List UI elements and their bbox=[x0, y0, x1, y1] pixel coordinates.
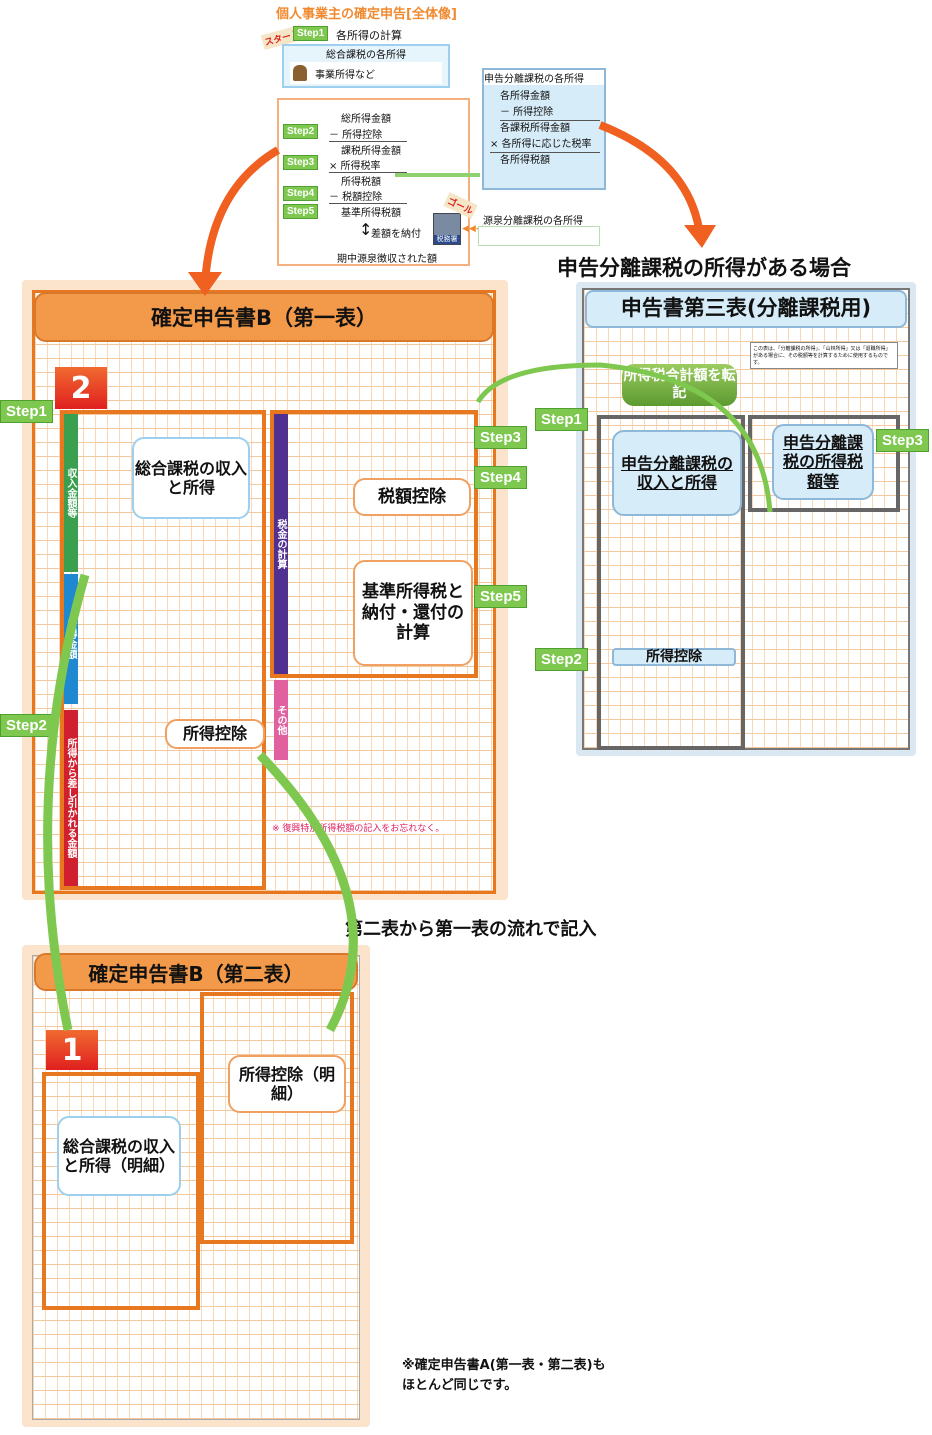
updown-arrow-icon: ↕ bbox=[359, 220, 373, 239]
form-b2-callout-deduction: 所得控除（明細） bbox=[228, 1055, 346, 1113]
calc-base-tax: 基準所得税額 bbox=[341, 208, 401, 219]
callout-tax-credit: 税額控除 bbox=[353, 478, 471, 516]
form-b1-order-badge: 2 bbox=[55, 367, 107, 409]
callout-deduction: 所得控除 bbox=[165, 719, 265, 749]
form-b1-step1: Step1 bbox=[0, 400, 53, 423]
band-tax: 税金の計算 bbox=[274, 414, 288, 674]
calc-total-income: 総所得金額 bbox=[341, 114, 391, 125]
calc-taxable-income: 課税所得金額 bbox=[341, 146, 401, 157]
calc-withheld: 期中源泉徴収された額 bbox=[337, 254, 437, 265]
form3-callout-tax: 申告分離課税の所得税額等 bbox=[772, 424, 874, 500]
form3-step3: Step3 bbox=[876, 429, 929, 452]
general-income-item: 事業所得など bbox=[315, 69, 375, 81]
withholding-title: 源泉分離課税の各所得 bbox=[483, 216, 583, 227]
calc-income-tax: 所得税額 bbox=[341, 177, 381, 188]
tax-office-icon: 税務署 bbox=[433, 213, 461, 245]
general-income-card: 総合課税の各所得 事業所得など bbox=[282, 44, 450, 88]
form3-notice: この表は、「分離課税の所得」、「山林所得」又は「退職所得」がある場合に、その税額… bbox=[750, 342, 898, 369]
form3-step2: Step2 bbox=[535, 648, 588, 671]
general-income-title: 総合課税の各所得 bbox=[326, 50, 406, 61]
step1-text: 各所得の計算 bbox=[336, 29, 402, 42]
form-b2-callout-income: 総合課税の収入と所得（明細） bbox=[57, 1116, 181, 1196]
triangle-arrows-icon: ◀◀◀ bbox=[462, 224, 483, 234]
calc-deduction: － 所得控除 bbox=[329, 126, 407, 142]
form3-title: 申告書第三表(分離課税用) bbox=[585, 290, 907, 328]
separate-line: － 所得控除 bbox=[500, 105, 600, 121]
overview-step1: Step1 bbox=[293, 26, 329, 41]
form-b1-step2: Step2 bbox=[0, 714, 53, 737]
overview-title: 個人事業主の確定申告[全体像] bbox=[276, 7, 457, 22]
form-b1-step5: Step5 bbox=[474, 585, 527, 608]
form-b2-title: 確定申告書B（第二表） bbox=[34, 953, 358, 991]
separate-line: 各所得金額 bbox=[500, 91, 550, 102]
calc-step2: Step2 bbox=[283, 124, 319, 139]
form-b1-step3: Step3 bbox=[474, 426, 527, 449]
separate-heading: 申告分離課税の所得がある場合 bbox=[557, 256, 851, 280]
form-b1-step4: Step4 bbox=[474, 466, 527, 489]
separate-line: × 各所得に応じた税率 bbox=[490, 137, 600, 153]
form3-callout-deduction: 所得控除 bbox=[612, 648, 736, 666]
withholding-card bbox=[478, 226, 600, 246]
person-icon bbox=[293, 65, 307, 81]
form3-bubble: 所得税合計額を転記 bbox=[622, 364, 737, 406]
arrow-overview-to-b1 bbox=[201, 146, 281, 286]
form-b1-footnote: ※ 復興特別所得税額の記入をお忘れなく。 bbox=[272, 821, 445, 834]
band-deductions: 所得から差し引かれる金額 bbox=[64, 710, 78, 886]
calc-tax-rate: × 所得税率 bbox=[329, 157, 407, 173]
band-income: 収入金額等 bbox=[64, 414, 78, 572]
separate-line: 各課税所得金額 bbox=[500, 123, 570, 134]
calc-step4: Step4 bbox=[283, 186, 319, 201]
form-b2-left-block bbox=[42, 1072, 200, 1310]
callout-base-tax: 基準所得税と納付・還付の計算 bbox=[353, 560, 473, 666]
form-b1-title: 確定申告書B（第一表） bbox=[34, 292, 494, 342]
form-b2-right-block bbox=[200, 992, 354, 1244]
calc-step3: Step3 bbox=[283, 155, 319, 170]
form-b1-right-block bbox=[270, 410, 478, 678]
form-b2-order-badge: 1 bbox=[46, 1030, 98, 1070]
calc-box: 総所得金額 Step2 － 所得控除 課税所得金額 Step3 × 所得税率 所… bbox=[277, 98, 470, 266]
band-other: その他 bbox=[274, 680, 288, 760]
tax-office-label: 税務署 bbox=[434, 235, 460, 244]
separate-income-title: 申告分離課税の各所得 bbox=[484, 70, 604, 85]
calc-pay-diff: 差額を納付 bbox=[371, 229, 421, 240]
form3-step1: Step1 bbox=[535, 408, 588, 431]
flow-caption: 第二表から第一表の流れで記入 bbox=[345, 915, 597, 941]
footer-note: ※確定申告書A(第一表・第二表)も ほとんど同じです。 bbox=[402, 1358, 606, 1393]
band-shotoku: 所得金額 bbox=[64, 574, 78, 704]
callout-general-income: 総合課税の収入と所得 bbox=[132, 437, 250, 519]
separate-income-card: 申告分離課税の各所得 各所得金額 － 所得控除 各課税所得金額 × 各所得に応じ… bbox=[482, 68, 606, 190]
arrowhead-form3 bbox=[684, 225, 716, 248]
arrow-overview-to-form3 bbox=[598, 121, 704, 236]
calc-tax-credit: － 税額控除 bbox=[329, 188, 407, 204]
form3-callout-income: 申告分離課税の収入と所得 bbox=[612, 430, 742, 516]
calc-step5: Step5 bbox=[283, 204, 319, 219]
separate-line: 各所得税額 bbox=[500, 155, 550, 166]
